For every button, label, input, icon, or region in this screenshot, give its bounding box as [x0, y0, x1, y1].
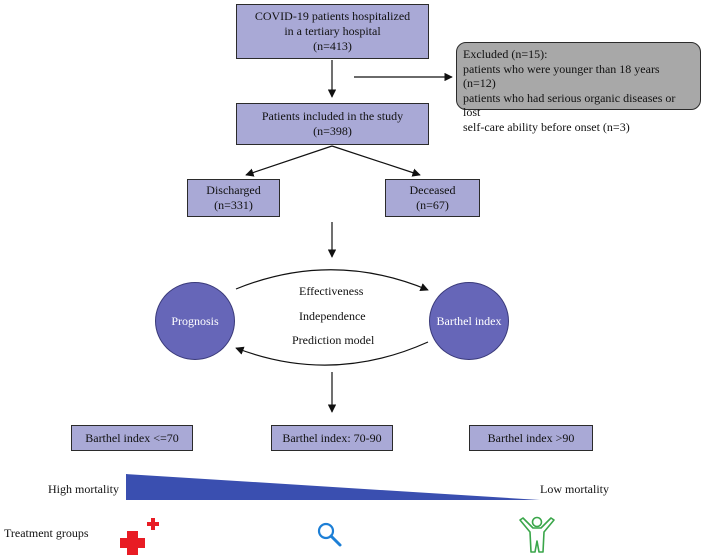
- person-icon: [519, 516, 555, 553]
- label-prediction-model: Prediction model: [292, 333, 375, 347]
- included-line-2: (n=398): [313, 124, 352, 138]
- deceased-box: Deceased (n=67): [385, 179, 480, 217]
- group-high-barthel: Barthel index >90: [469, 425, 593, 451]
- label-effectiveness: Effectiveness: [299, 284, 364, 298]
- hospitalized-line-3: (n=413): [313, 39, 352, 53]
- discharged-line-1: Discharged: [206, 183, 261, 197]
- group-low-barthel: Barthel index <=70: [71, 425, 193, 451]
- included-box: Patients included in the study (n=398): [236, 103, 429, 145]
- hospitalized-box: COVID-19 patients hospitalized in a tert…: [236, 4, 429, 59]
- group-mid-barthel: Barthel index: 70-90: [271, 425, 393, 451]
- included-line-1: Patients included in the study: [261, 109, 404, 123]
- high-mortality-label: High mortality: [48, 482, 119, 496]
- prognosis-circle: Prognosis: [155, 282, 235, 360]
- deceased-line-2: (n=67): [416, 198, 449, 212]
- deceased-line-1: Deceased: [409, 183, 456, 197]
- excluded-line-2: patients who were younger than 18 years …: [463, 61, 660, 91]
- magnifier-icon: [317, 522, 342, 547]
- discharged-box: Discharged (n=331): [187, 179, 280, 217]
- hospitalized-line-2: in a tertiary hospital: [284, 24, 381, 38]
- excluded-line-4: self-care ability before onset (n=3): [463, 119, 630, 134]
- barthel-index-circle: Barthel index: [429, 282, 509, 360]
- hospitalized-line-1: COVID-19 patients hospitalized: [254, 9, 411, 23]
- discharged-line-2: (n=331): [214, 198, 253, 212]
- medical-cross-icon: [120, 518, 159, 555]
- low-mortality-label: Low mortality: [540, 482, 609, 496]
- excluded-line-3: patients who had serious organic disease…: [463, 90, 676, 120]
- excluded-box: Excluded (n=15): patients who were young…: [456, 42, 701, 134]
- treatment-groups-label: Treatment groups: [4, 526, 89, 540]
- label-independence: Independence: [299, 309, 366, 323]
- excluded-line-1: Excluded (n=15):: [463, 47, 548, 61]
- mortality-gradient-wedge: [126, 474, 540, 500]
